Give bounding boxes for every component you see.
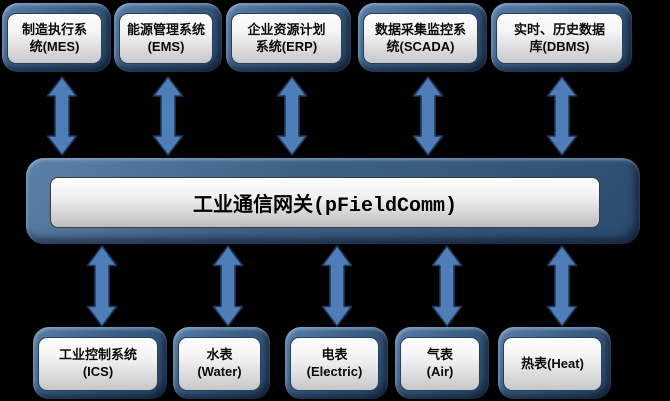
node-label: 实时、历史数据 (513, 21, 605, 37)
node-scada: 数据采集监控系 统(SCADA) (358, 3, 487, 72)
node-air-meter: 气表 (Air) (395, 327, 489, 399)
node-label: (Air) (426, 364, 454, 379)
node-label: 数据采集监控系 (374, 21, 466, 37)
node-label: 工业控制系统 (58, 347, 137, 363)
bidirectional-arrow-icon (546, 245, 578, 327)
bidirectional-arrow-icon (46, 76, 78, 156)
gateway-label: 工业通信网关(pFieldComm) (192, 194, 458, 218)
bidirectional-arrow-icon (546, 76, 578, 156)
bidirectional-arrow-icon (276, 76, 308, 156)
node-electric-meter-panel: 电表 (Electric) (290, 337, 379, 391)
node-ics: 工业控制系统 (ICS) (33, 327, 167, 399)
bidirectional-arrow-icon (86, 245, 118, 327)
node-air-meter-panel: 气表 (Air) (400, 337, 480, 391)
node-label: 能源管理系统 (126, 21, 205, 37)
node-label: 系统(ERP) (255, 38, 318, 54)
node-label: 电表 (321, 347, 348, 363)
node-ems: 能源管理系统 (EMS) (114, 3, 222, 72)
node-label: 库(DBMS) (529, 38, 590, 54)
node-label: 制造执行系 (21, 21, 87, 37)
gateway-node: 工业通信网关(pFieldComm) (26, 158, 640, 244)
node-label: 热表(Heat) (521, 355, 584, 371)
node-dbms: 实时、历史数据 库(DBMS) (491, 3, 632, 72)
node-label: (Electric) (306, 364, 363, 379)
node-label: (EMS) (147, 38, 185, 54)
node-mes: 制造执行系 统(MES) (2, 3, 111, 72)
node-scada-panel: 数据采集监控系 统(SCADA) (363, 13, 478, 64)
bidirectional-arrow-icon (321, 245, 353, 327)
node-heat-meter: 热表(Heat) (498, 327, 611, 399)
node-water-meter: 水表 (Water) (173, 327, 270, 399)
bidirectional-arrow-icon (152, 76, 184, 156)
node-erp-panel: 企业资源计划 系统(ERP) (231, 13, 342, 64)
node-dbms-panel: 实时、历史数据 库(DBMS) (496, 13, 623, 64)
node-label: 气表 (426, 347, 453, 363)
node-label: 统(SCADA) (386, 38, 455, 54)
node-electric-meter: 电表 (Electric) (285, 327, 388, 399)
node-erp: 企业资源计划 系统(ERP) (226, 3, 351, 72)
node-heat-meter-panel: 热表(Heat) (503, 337, 602, 391)
node-label: (ICS) (82, 364, 114, 379)
node-label: 统(MES) (29, 38, 80, 54)
node-label: (Water) (197, 364, 242, 379)
node-water-meter-panel: 水表 (Water) (178, 337, 261, 391)
gateway-panel: 工业通信网关(pFieldComm) (50, 177, 600, 228)
node-mes-panel: 制造执行系 统(MES) (7, 13, 102, 64)
node-label: 水表 (206, 347, 233, 363)
node-ems-panel: 能源管理系统 (EMS) (119, 13, 213, 64)
node-label: 企业资源计划 (247, 21, 326, 37)
bidirectional-arrow-icon (431, 245, 463, 327)
bidirectional-arrow-icon (212, 245, 244, 327)
bidirectional-arrow-icon (412, 76, 444, 156)
node-ics-panel: 工业控制系统 (ICS) (38, 337, 158, 391)
